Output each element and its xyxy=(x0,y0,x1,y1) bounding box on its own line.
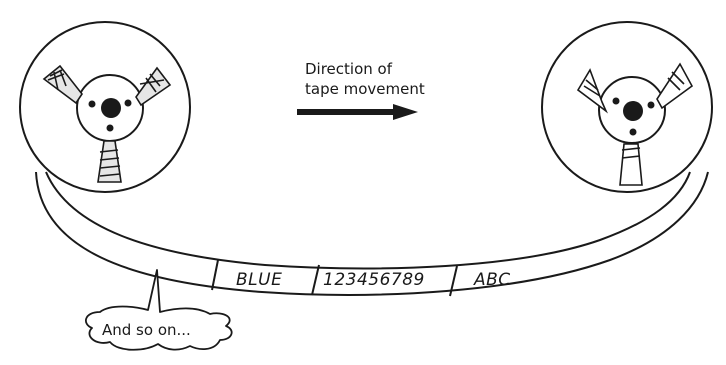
direction-label-line1: Direction of xyxy=(305,60,393,78)
tape-outer-edge xyxy=(35,171,709,296)
right-reel-hole xyxy=(647,101,655,109)
direction-label-line2: tape movement xyxy=(305,80,425,98)
right-reel-hole xyxy=(612,97,620,105)
right-reel-spokes xyxy=(576,62,694,186)
tape-loop xyxy=(35,171,709,296)
callout-bubble: And so on... xyxy=(85,269,233,351)
left-reel xyxy=(19,21,191,193)
tape-record-digits: 123456789 xyxy=(323,270,425,290)
record-separator xyxy=(449,265,458,297)
left-reel-hole xyxy=(88,100,96,108)
record-separator xyxy=(211,259,219,291)
right-reel-spindle xyxy=(623,101,643,121)
spoke xyxy=(42,64,83,105)
spoke xyxy=(619,143,643,186)
right-reel xyxy=(541,21,713,193)
tape-record-blue: BLUE xyxy=(236,270,282,290)
tape-record-abc: ABC xyxy=(473,270,511,290)
left-reel-spindle xyxy=(101,98,121,118)
left-reel-spokes xyxy=(42,64,172,183)
record-separator xyxy=(311,264,320,296)
callout-text: And so on... xyxy=(102,321,191,339)
tape-inner-edge xyxy=(45,171,691,270)
callout-shape xyxy=(85,269,233,351)
record-separators xyxy=(211,259,458,297)
right-reel-hole xyxy=(629,128,637,136)
spoke xyxy=(656,62,694,110)
left-reel-hole xyxy=(106,124,114,132)
left-reel-hole xyxy=(124,99,132,107)
direction-arrow-icon xyxy=(297,104,418,120)
